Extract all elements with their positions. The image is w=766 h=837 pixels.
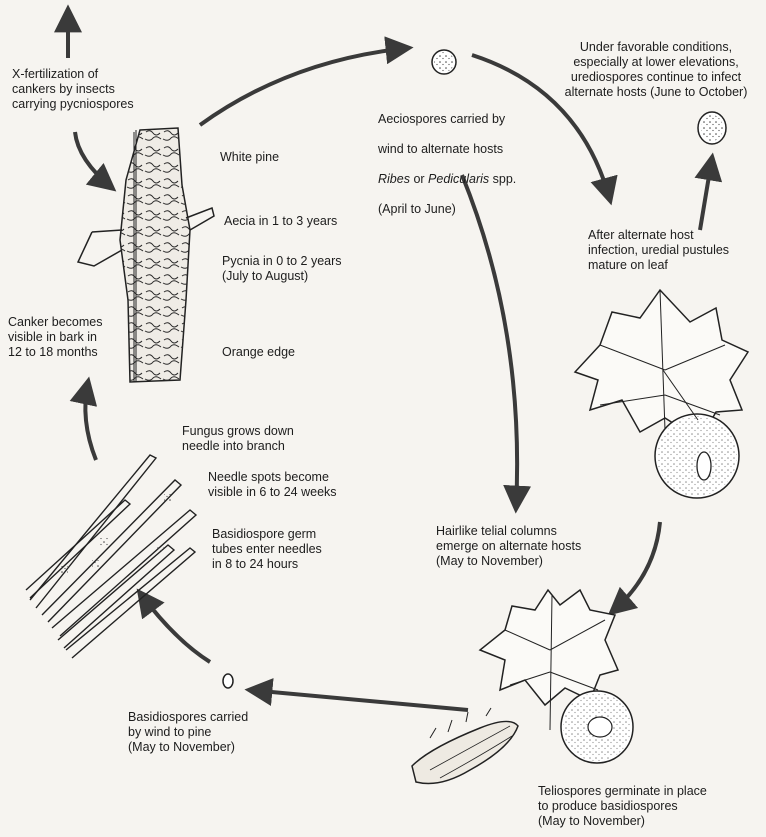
aecio-line-2: wind to alternate hosts: [378, 142, 516, 157]
label-basidiospores-wind: Basidiospores carried by wind to pine (M…: [128, 710, 248, 755]
arrow-pine-to-aeciospores: [200, 48, 408, 125]
label-aeciospores: Aeciospores carried by wind to alternate…: [378, 97, 516, 232]
label-aecia: Aecia in 1 to 3 years: [224, 214, 337, 229]
label-needle-spots: Needle spots become visible in 6 to 24 w…: [208, 470, 337, 500]
arrow-needles-to-canker: [85, 382, 96, 460]
aecio-line-4: (April to June): [378, 202, 516, 217]
aeciospore-icon: [432, 50, 456, 74]
label-xfertilization: X-fertilization of cankers by insects ca…: [12, 67, 134, 112]
or-text: or: [410, 172, 428, 186]
ribes-name: Ribes: [378, 172, 410, 186]
label-teliospores: Teliospores germinate in place to produc…: [538, 784, 707, 829]
spp-text: spp.: [489, 172, 516, 186]
label-basidio-germ: Basidiospore germ tubes enter needles in…: [212, 527, 322, 572]
aecio-line-3: Ribes or Pedicularis spp.: [378, 172, 516, 187]
label-fungus-grows: Fungus grows down needle into branch: [182, 424, 294, 454]
label-white-pine: White pine: [220, 150, 279, 165]
label-uredial-pustules: After alternate host infection, uredial …: [588, 228, 729, 273]
ribes-leaf-uredial: [575, 290, 748, 498]
label-canker-visible: Canker becomes visible in bark in 12 to …: [8, 315, 103, 360]
basidiospore-icon: [223, 674, 233, 688]
arrow-teliospores-to-basidiospores: [250, 690, 468, 710]
arrow-leaf-to-urediospore: [700, 158, 712, 230]
label-telial-columns: Hairlike telial columns emerge on altern…: [436, 524, 581, 569]
arrow-uredial-to-teliospores: [612, 522, 660, 612]
label-orange-edge: Orange edge: [222, 345, 295, 360]
label-pycnia: Pycnia in 0 to 2 years (July to August): [222, 254, 342, 284]
urediospore-icon: [698, 112, 726, 144]
arrow-xfert-to-canker: [75, 132, 112, 188]
pedicularis-name: Pedicularis: [428, 172, 489, 186]
teliospore-column: [412, 708, 518, 784]
aecio-line-1: Aeciospores carried by: [378, 112, 516, 127]
label-urediospores: Under favorable conditions, especially a…: [546, 40, 766, 100]
arrow-basidiospores-to-needles: [140, 593, 210, 662]
